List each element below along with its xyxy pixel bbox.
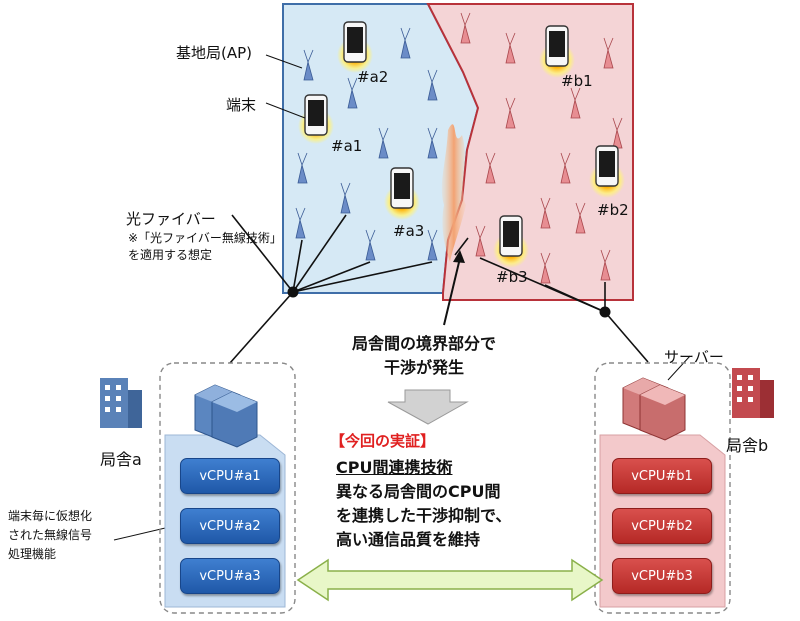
device-label-b3: #b3 <box>496 268 528 286</box>
boundary-arrow <box>443 257 461 326</box>
office-box-a <box>159 362 296 614</box>
antenna-icon <box>540 252 551 284</box>
tech-desc-3: 高い通信品質を維持 <box>336 530 481 549</box>
vcpu-b2: vCPU#b2 <box>612 508 712 544</box>
office-a-label: 局舎a <box>100 450 142 469</box>
server-label: サーバー <box>664 348 724 366</box>
vcpu-note-2: された無線信号 <box>8 528 93 542</box>
phone-icon-b1 <box>539 25 575 78</box>
antenna-icon <box>485 152 496 184</box>
tech-name: CPU間連携技術 <box>336 458 453 477</box>
antenna-icon <box>427 229 438 261</box>
vcpu-note-1: 端末毎に仮想化 <box>8 509 93 523</box>
terminal-label: 端末 <box>226 96 257 114</box>
phone-icon-a3 <box>384 167 420 220</box>
phone-icon-b2 <box>589 145 625 198</box>
vcpu-b3: vCPU#b3 <box>612 558 712 594</box>
device-label-b1: #b1 <box>561 72 593 90</box>
fiber-node-b <box>599 306 611 318</box>
antenna-icon <box>427 69 438 101</box>
tech-desc-2: を連携した干渉抑制で、 <box>336 506 512 525</box>
phone-icon-a2 <box>337 21 373 73</box>
building-icon-a <box>100 378 142 428</box>
down-arrow <box>387 389 469 425</box>
phone-icon-b3 <box>493 215 529 268</box>
base-station-label: 基地局(AP) <box>176 44 253 62</box>
device-label-a1: #a1 <box>331 137 363 155</box>
antenna-icon <box>505 97 516 129</box>
fiber-node-a <box>287 286 299 298</box>
interference-text-1: 局舎間の境界部分で <box>352 334 497 353</box>
antenna-icon <box>460 12 471 44</box>
interference-text-2: 干渉が発生 <box>384 358 465 377</box>
antennas-b <box>460 12 623 284</box>
antenna-icon <box>295 207 306 239</box>
fiber-note: ※「光ファイバー無線技術」を適用する想定 <box>128 231 276 262</box>
demo-title: 【今回の実証】 <box>330 432 436 450</box>
antenna-icon <box>365 229 376 261</box>
server-icon-a <box>194 384 258 448</box>
vcpu-a1: vCPU#a1 <box>180 458 280 494</box>
antenna-icon <box>378 127 389 159</box>
antennas-a <box>295 27 438 261</box>
antenna-icon <box>603 37 614 69</box>
device-label-b2: #b2 <box>597 201 629 219</box>
antenna-icon <box>600 249 611 281</box>
building-icon-b <box>732 368 774 418</box>
antenna-icon <box>340 182 351 214</box>
antenna-icon <box>560 152 571 184</box>
server-icon-b <box>622 377 686 441</box>
antenna-icon <box>540 197 551 229</box>
device-label-a2: #a2 <box>357 68 389 86</box>
vcpu-a3: vCPU#a3 <box>180 558 280 594</box>
antenna-icon <box>297 152 308 184</box>
antenna-icon <box>570 87 581 119</box>
phone-icon-a1 <box>298 94 334 144</box>
vcpu-note-3: 処理機能 <box>8 547 57 561</box>
antenna-icon <box>475 225 486 257</box>
vcpu-b1: vCPU#b1 <box>612 458 712 494</box>
fiber-label: 光ファイバー <box>126 210 216 228</box>
office-box-b <box>594 362 731 614</box>
office-b-label: 局舎b <box>726 436 769 455</box>
antenna-icon <box>575 202 586 234</box>
interference-flame <box>441 124 466 262</box>
antenna-icon <box>505 32 516 64</box>
fiber-lines <box>229 214 649 364</box>
tech-desc-1: 異なる局舎間のCPU間 <box>336 482 501 501</box>
antenna-icon <box>427 127 438 159</box>
device-label-a3: #a3 <box>393 222 425 240</box>
cpu-link-arrow <box>296 558 604 602</box>
vcpu-a2: vCPU#a2 <box>180 508 280 544</box>
antenna-icon <box>400 27 411 59</box>
antenna-icon <box>303 49 314 81</box>
antenna-icon <box>347 77 358 109</box>
